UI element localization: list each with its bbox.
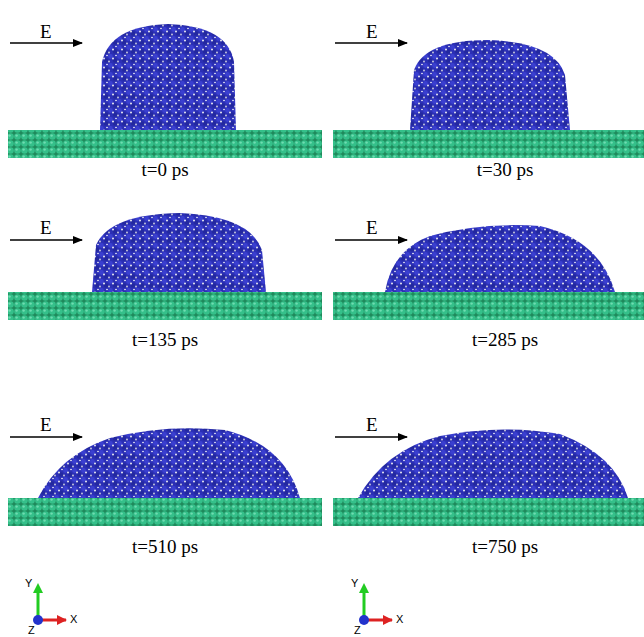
field-arrow — [335, 436, 407, 437]
axis-triad — [33, 592, 66, 625]
substrate — [333, 292, 644, 320]
field-label: E — [40, 415, 52, 434]
time-caption: t=30 ps — [477, 160, 534, 179]
time-caption: t=750 ps — [472, 537, 538, 556]
substrate — [333, 498, 644, 526]
axis-label: X — [70, 614, 77, 625]
field-arrow — [10, 42, 82, 43]
axis-label: X — [396, 614, 403, 625]
droplet — [385, 225, 615, 292]
droplet — [358, 429, 628, 498]
field-label: E — [366, 218, 378, 237]
field-arrow — [335, 239, 407, 240]
droplet — [100, 24, 236, 130]
substrate — [8, 292, 322, 320]
axis-label: Z — [28, 625, 35, 636]
field-label: E — [40, 218, 52, 237]
droplet — [92, 213, 266, 292]
droplet — [410, 40, 570, 130]
substrate — [8, 498, 322, 526]
time-caption: t=135 ps — [132, 330, 198, 349]
field-label: E — [40, 22, 52, 41]
substrate — [333, 130, 644, 158]
axis-label: Z — [354, 625, 361, 636]
field-arrow — [10, 436, 82, 437]
droplet — [38, 428, 300, 498]
axis-label: Y — [351, 578, 358, 589]
time-caption: t=510 ps — [132, 537, 198, 556]
field-label: E — [366, 415, 378, 434]
axis-label: Y — [25, 578, 32, 589]
field-arrow — [335, 42, 407, 43]
field-arrow — [10, 239, 82, 240]
substrate — [8, 130, 322, 158]
time-caption: t=285 ps — [472, 330, 538, 349]
time-caption: t=0 ps — [141, 160, 188, 179]
axis-triad — [359, 592, 392, 625]
field-label: E — [366, 22, 378, 41]
